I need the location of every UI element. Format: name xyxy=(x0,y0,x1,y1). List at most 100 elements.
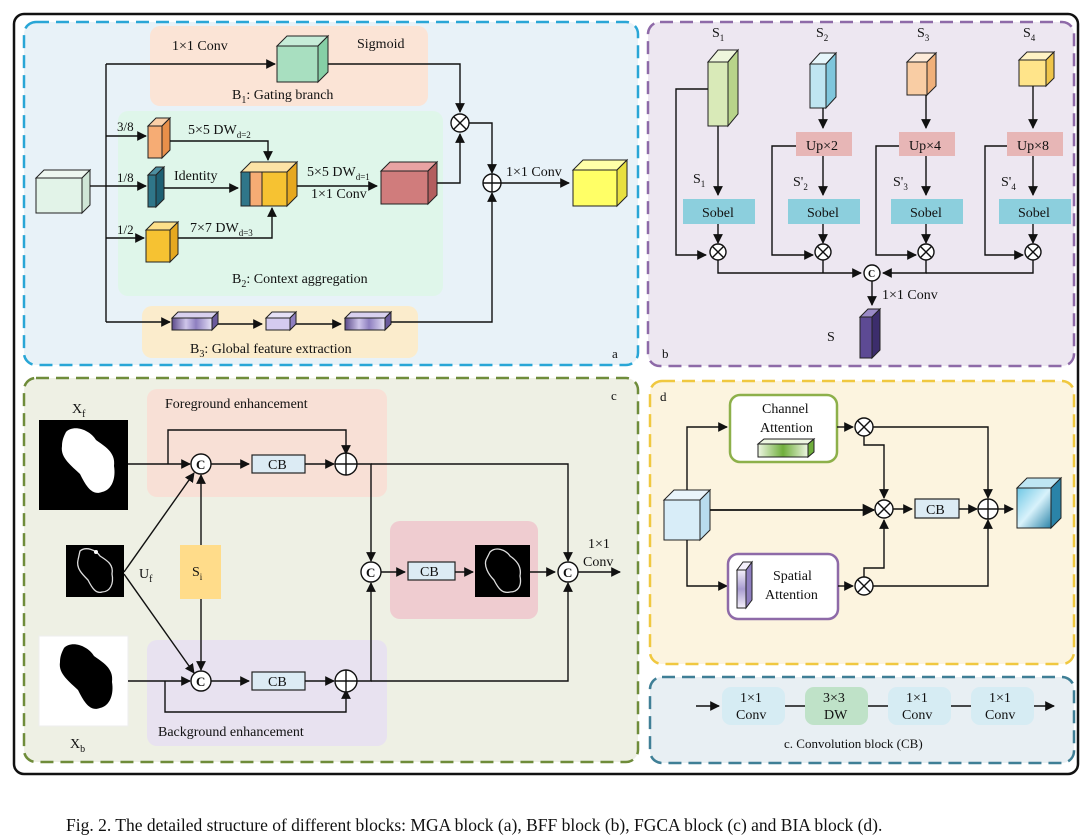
panel-letter-b: b xyxy=(662,346,669,361)
fused-map-image xyxy=(475,545,530,597)
s4-mid: S'4 xyxy=(1001,175,1016,192)
gating-cube xyxy=(275,34,330,84)
multiply-node-d-top xyxy=(854,417,874,437)
conv-out-c-1: 1×1 xyxy=(588,537,610,552)
bg-label: Background enhancement xyxy=(158,725,304,740)
multiply-node-a xyxy=(450,113,470,133)
panel-letter-c: c xyxy=(611,388,617,403)
sobel-box-4 xyxy=(999,199,1071,224)
sigmoid-label: Sigmoid xyxy=(357,37,404,52)
sobel-label-1: Sobel xyxy=(702,206,734,221)
up2-label: Up×2 xyxy=(806,139,838,154)
branch-cube-12 xyxy=(144,220,180,264)
identity-label: Identity xyxy=(174,169,218,184)
concat-node-b: C xyxy=(863,264,881,282)
input-cube-a xyxy=(34,168,92,215)
panel-letter-a: a xyxy=(612,346,618,361)
dw7-label: 7×7 DWd=3 xyxy=(190,221,253,238)
ratio-18: 1/8 xyxy=(117,170,134,185)
branch-cube-38 xyxy=(146,116,172,160)
svg-text:C: C xyxy=(563,565,572,580)
cb-conv-2 xyxy=(888,687,951,725)
multiply-node-b4 xyxy=(1024,243,1042,261)
output-cube-a xyxy=(571,158,629,208)
sobel-box-3 xyxy=(891,199,963,224)
panel-b: S1 S2 S3 S4 S1 xyxy=(646,20,1076,368)
panel-cb: 1×1 Conv 3×3 DW 1×1 Conv 1×1 Conv c. Con… xyxy=(648,675,1076,765)
s4-block xyxy=(1017,50,1056,88)
multiply-node-b3 xyxy=(917,243,935,261)
branch-cube-18 xyxy=(146,165,166,209)
svg-text:C: C xyxy=(196,457,205,472)
channel-label-1: Channel xyxy=(762,402,809,417)
sobel-label-3: Sobel xyxy=(910,206,942,221)
bff-conv-label: 1×1 Conv xyxy=(882,288,938,303)
channel-attention-block xyxy=(756,437,816,459)
channel-label-2: Attention xyxy=(760,421,813,436)
cb-b4-l2: Conv xyxy=(985,708,1015,723)
output-cube-d xyxy=(1015,476,1063,530)
global-block-1 xyxy=(170,310,220,332)
spatial-label-1: Spatial xyxy=(773,569,812,584)
cb-box-mid xyxy=(407,561,456,581)
ratio-38: 3/8 xyxy=(117,119,134,134)
cb-conv-3 xyxy=(971,687,1034,725)
si-label: Si xyxy=(192,565,203,582)
uncertainty-map-image xyxy=(66,545,124,597)
svg-text:C: C xyxy=(196,674,205,689)
spatial-label-2: Attention xyxy=(765,588,818,603)
multiply-node-b2 xyxy=(814,243,832,261)
ratio-12: 1/2 xyxy=(117,222,134,237)
xb-label: Xb xyxy=(70,737,85,755)
up4-box xyxy=(899,132,955,156)
cb-label-mid: CB xyxy=(420,565,439,580)
cb-b3-l2: Conv xyxy=(902,708,932,723)
sobel-box-1 xyxy=(683,199,755,224)
s2-block xyxy=(808,51,838,110)
s2-mid: S'2 xyxy=(793,175,808,192)
s1-block xyxy=(706,48,740,128)
global-block-2 xyxy=(264,310,298,332)
up2-box xyxy=(796,132,852,156)
gating-conv-label: 1×1 Conv xyxy=(172,39,228,54)
multiply-node-d-mid xyxy=(874,499,894,519)
panel-a: 3/8 1/8 1/2 1×1 Conv Sigmoid B1: Gating … xyxy=(22,20,640,367)
global-block-3 xyxy=(343,310,393,332)
sobel-label-2: Sobel xyxy=(807,206,839,221)
input-cube-d xyxy=(662,488,712,542)
uf-label: Uf xyxy=(139,567,153,585)
concat-cube-a xyxy=(239,160,299,208)
up8-box xyxy=(1007,132,1063,156)
spatial-attention-block xyxy=(736,560,753,610)
add-node-fg xyxy=(334,452,358,476)
dw5-label: 5×5 DWd=2 xyxy=(188,123,251,140)
svg-text:C: C xyxy=(366,565,375,580)
s-output-label: S xyxy=(827,330,835,345)
s3-mid: S'3 xyxy=(893,175,908,192)
cb-b4-l1: 1×1 xyxy=(989,691,1011,706)
cb-dw xyxy=(805,687,868,725)
background-mask-image xyxy=(38,635,129,727)
conv-out-c-2: Conv xyxy=(583,555,613,570)
cb-label-bg: CB xyxy=(268,675,287,690)
b2-label: B2: Context aggregation xyxy=(232,272,368,290)
s1-mid: S1 xyxy=(693,172,705,189)
background-bg xyxy=(147,640,387,746)
concat-node-mid: C xyxy=(360,561,382,583)
fg-label: Foreground enhancement xyxy=(165,397,308,412)
b3-label: B3: Global feature extraction xyxy=(190,342,352,360)
xf-label: Xf xyxy=(72,402,86,420)
panel-c: Foreground enhancement Background enhanc… xyxy=(22,376,640,764)
add-node-bg xyxy=(334,669,358,693)
cb-b1-l1: 1×1 xyxy=(740,691,762,706)
cb-b2-l2: DW xyxy=(824,708,848,723)
conv-mid-label: 1×1 Conv xyxy=(311,187,367,202)
s4-top: S4 xyxy=(1023,26,1036,43)
concat-node-fg: C xyxy=(190,453,212,475)
svg-text:C: C xyxy=(868,269,875,280)
s2-top: S2 xyxy=(816,26,828,43)
cb-label-fg: CB xyxy=(268,458,287,473)
outer-frame xyxy=(12,12,1080,776)
up4-label: Up×4 xyxy=(909,139,941,154)
